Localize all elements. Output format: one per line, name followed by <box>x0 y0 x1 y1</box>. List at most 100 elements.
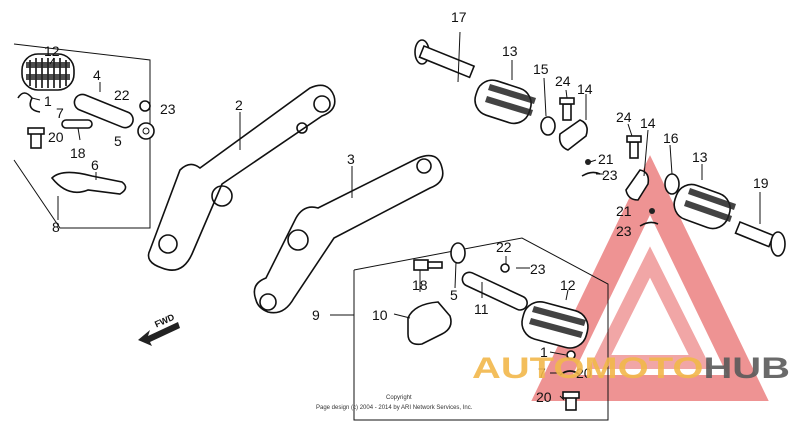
label-part-24-top: 24 <box>555 73 571 89</box>
bolt-left-20 <box>27 127 45 149</box>
bracket-2-hole-b <box>211 185 233 207</box>
bolt-lower-20 <box>562 391 580 411</box>
label-part-21-right: 21 <box>616 203 632 219</box>
leader-lines <box>31 31 761 401</box>
bracket-3-hole-b <box>287 229 309 251</box>
label-part-22-lower: 22 <box>496 239 512 255</box>
label-part-1-lower: 1 <box>540 344 548 360</box>
footpeg-rubber-left <box>21 53 75 91</box>
bracket-2-hole-d <box>296 122 308 134</box>
watermark-triangle-inner <box>588 246 712 369</box>
label-part-14-top: 14 <box>577 81 593 97</box>
fwd-arrow-icon <box>138 322 180 346</box>
label-part-2: 2 <box>235 97 243 113</box>
washer-left-22 <box>139 100 151 112</box>
label-part-20-left: 20 <box>48 129 64 145</box>
bracket-lower-10 <box>407 301 452 346</box>
washer-lower-22 <box>500 263 510 273</box>
label-part-12-lower: 12 <box>560 277 576 293</box>
label-part-23-top: 23 <box>602 167 618 183</box>
copyright-line1: Copyright <box>386 395 412 401</box>
main-bracket-2 <box>147 84 336 271</box>
label-part-20-bottom: 20 <box>536 389 552 405</box>
label-part-3: 3 <box>347 151 355 167</box>
clip-23-right <box>639 221 659 227</box>
watermark-part1: AUTO <box>472 352 584 385</box>
bracket-14-right <box>625 169 650 201</box>
washer-left-5-hole <box>142 127 150 135</box>
label-part-1-left: 1 <box>44 93 52 109</box>
main-bracket-3 <box>253 154 444 314</box>
label-part-17: 17 <box>451 9 467 25</box>
label-part-19: 19 <box>753 175 769 191</box>
washer-left-5 <box>137 122 155 140</box>
copyright-line2: Page design (c) 2004 - 2014 by ARI Netwo… <box>316 405 473 411</box>
nut-21-top <box>585 159 591 165</box>
label-part-22-left: 22 <box>114 87 130 103</box>
watermark-logo <box>531 155 769 401</box>
label-part-20-lower: 20 <box>576 365 592 381</box>
bolt-24-right <box>626 135 642 159</box>
bracket-2-hole-c <box>313 95 331 113</box>
spring-left <box>17 92 41 113</box>
footpeg-rubber-13-right <box>673 183 736 230</box>
upper-right-parts <box>414 39 786 257</box>
watermark-part3: HUB <box>703 352 790 385</box>
label-part-7-lower: 7 <box>538 365 546 381</box>
left-footrest-group <box>13 43 155 229</box>
label-part-12-left: 12 <box>44 43 60 59</box>
long-pin-17 <box>414 39 476 79</box>
footpeg-pin-left <box>73 93 134 129</box>
label-part-15: 15 <box>533 61 549 77</box>
label-part-23-left: 23 <box>160 101 176 117</box>
washer-16 <box>664 173 680 195</box>
watermark-triangle-outer <box>531 155 769 401</box>
label-part-9: 9 <box>312 307 320 323</box>
long-pin-19 <box>734 220 786 257</box>
label-part-5-left: 5 <box>114 133 122 149</box>
label-part-5-lower: 5 <box>450 287 458 303</box>
label-part-10: 10 <box>372 307 388 323</box>
watermark-part2: MOTO <box>584 352 703 385</box>
label-part-7-left: 7 <box>56 105 64 121</box>
label-part-8: 8 <box>52 219 60 235</box>
clip-23-top <box>581 171 601 177</box>
label-part-14-right: 14 <box>640 115 656 131</box>
bracket-left-6 <box>50 171 127 195</box>
fwd-arrow: FWD <box>138 312 180 346</box>
label-part-13-right: 13 <box>692 149 708 165</box>
label-part-21-top: 21 <box>598 151 614 167</box>
part-number-labels: 12 4 1 7 22 23 20 5 18 6 8 2 3 17 13 15 … <box>44 9 769 405</box>
copyright-notice: Copyright Page design (c) 2004 - 2014 by… <box>316 395 473 411</box>
label-part-23-right: 23 <box>616 223 632 239</box>
pin-lower-11 <box>461 271 528 311</box>
pin-left-18 <box>61 119 93 129</box>
label-part-16: 16 <box>663 130 679 146</box>
bracket-14-top <box>558 119 588 151</box>
group-8-outline <box>13 43 151 229</box>
spring-lower-1 <box>566 350 576 360</box>
label-part-4: 4 <box>93 67 101 83</box>
label-part-24-right: 24 <box>616 109 632 125</box>
pin-lower-7 <box>559 370 581 376</box>
bolt-lower-18 <box>413 259 443 271</box>
footpeg-rubber-lower <box>521 301 589 349</box>
label-part-6: 6 <box>91 157 99 173</box>
label-part-11: 11 <box>474 301 489 317</box>
washer-lower-5 <box>450 242 466 264</box>
lower-footrest-group <box>353 237 609 421</box>
bolt-24-top <box>559 97 575 121</box>
bracket-3-hole-c <box>416 158 432 174</box>
footpeg-rubber-13-top <box>474 79 536 125</box>
label-part-18-lower: 18 <box>412 277 428 293</box>
label-part-18-left: 18 <box>70 145 86 161</box>
bracket-2-hole-a <box>158 234 178 254</box>
group-9-outline <box>353 237 609 421</box>
bracket-3-hole-a <box>259 293 277 311</box>
nut-21-right <box>649 208 655 214</box>
washer-15 <box>540 116 556 136</box>
label-part-23-lower: 23 <box>530 261 546 277</box>
